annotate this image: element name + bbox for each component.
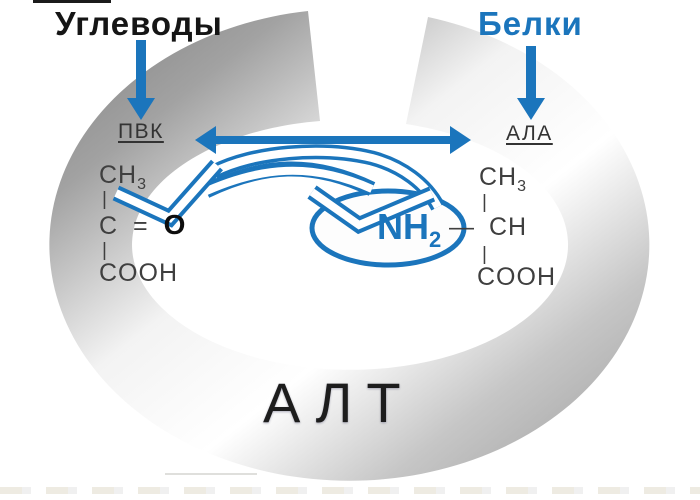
pyruvate-bond-1: | [102, 189, 107, 210]
arrow-double-pvk-ala-icon [195, 126, 471, 154]
alanine-ch-group: — CH [449, 213, 528, 241]
alanine-cooh: COOH [477, 263, 556, 291]
pyruvate-bond-2: | [102, 240, 107, 261]
carbs-title: Углеводы [55, 5, 223, 42]
enzyme-ring [49, 11, 650, 481]
keto-oxygen: O [163, 209, 187, 240]
enzyme-label: АЛТ [263, 371, 415, 434]
top-edge-artifact [33, 0, 111, 3]
faint-dotted-artifact [165, 473, 257, 475]
pyruvate-ch3: CH3 [99, 161, 148, 193]
pvk-label: ПВК [118, 120, 164, 143]
chevron-head-right-icon [307, 185, 436, 235]
nh2-label: NH2 [377, 206, 442, 253]
alanine-bond-1: | [482, 192, 487, 213]
curved-arrow-into-nh2-icon [198, 161, 376, 198]
chevron-head-left-icon [112, 159, 223, 228]
alanine-bond-2: | [482, 244, 487, 265]
ala-label: АЛА [506, 122, 553, 145]
alanine-ch3: CH3 [479, 163, 528, 195]
arrow-down-proteins-icon [517, 46, 545, 120]
curved-arrow-nh2-to-pvk-icon [210, 144, 445, 211]
bottom-cropped-text-artifact [0, 487, 700, 494]
alanine-nh2-bond: — [449, 213, 475, 241]
pyruvate-keto-group: C = O [99, 209, 187, 240]
proteins-title: Белки [478, 5, 583, 42]
arrow-down-carbs-icon [127, 40, 155, 120]
pyruvate-cooh: COOH [99, 259, 178, 287]
